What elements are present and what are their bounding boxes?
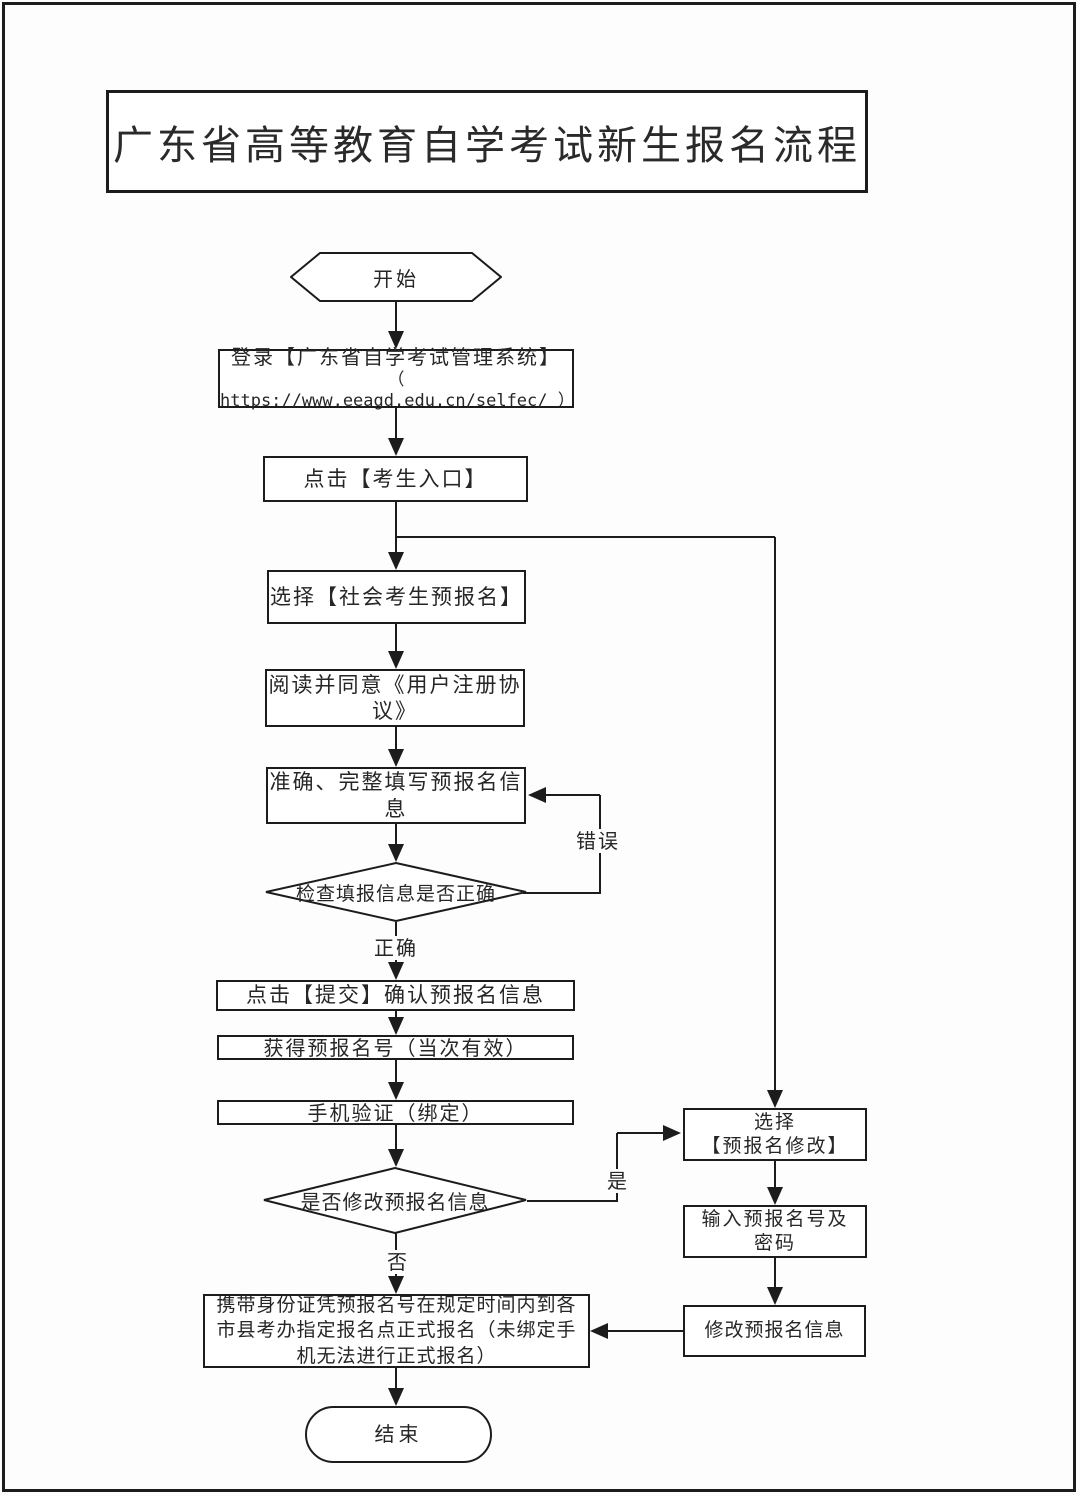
step-input-number-line2: 密码 xyxy=(753,1231,796,1254)
step-get-number-box: 获得预报名号（当次有效） xyxy=(217,1035,574,1060)
step-login-line1: 登录【广东省自学考试管理系统】 xyxy=(231,344,561,369)
step-choose-modify-line2: 【预报名修改】 xyxy=(701,1134,849,1157)
page-title: 广东省高等教育自学考试新生报名流程 xyxy=(106,90,868,193)
step-choose-prereg-box: 选择【社会考生预报名】 xyxy=(267,570,526,624)
step-input-number-box: 输入预报名号及 密码 xyxy=(683,1205,867,1258)
edge-label-correct: 正确 xyxy=(362,936,430,960)
decision-check-info: 检查填报信息是否正确 xyxy=(265,862,527,922)
step-formal-register-box: 携带身份证凭预报名号在规定时间内到各市县考办指定报名点正式报名（未绑定手机无法进… xyxy=(203,1294,590,1368)
hexagon-shape xyxy=(290,252,502,302)
start-node: 开始 xyxy=(290,252,502,302)
step-candidate-entry-box: 点击【考生入口】 xyxy=(263,456,528,502)
start-label: 开始 xyxy=(373,266,419,291)
step-input-number-line1: 输入预报名号及 xyxy=(701,1207,849,1230)
diamond-shape xyxy=(265,862,527,922)
edge-label-yes: 是 xyxy=(600,1169,634,1193)
step-login-url: （ https://www.eeagd.edu.cn/selfec/ ） xyxy=(220,369,575,411)
end-node: 结束 xyxy=(305,1406,492,1463)
step-login-box: 登录【广东省自学考试管理系统】 （ https://www.eeagd.edu.… xyxy=(218,345,575,411)
edge-label-error: 错误 xyxy=(564,829,632,853)
edge-label-no: 否 xyxy=(380,1250,414,1274)
step-submit-confirm-box: 点击【提交】确认预报名信息 xyxy=(216,980,575,1011)
decision-modify: 是否修改预报名信息 xyxy=(263,1167,527,1234)
decision-modify-label: 是否修改预报名信息 xyxy=(300,1190,490,1214)
step-fill-info-box: 准确、完整填写预报名信息 xyxy=(266,767,526,824)
step-choose-modify-line1: 选择 xyxy=(753,1110,796,1133)
step-choose-modify-box: 选择 【预报名修改】 xyxy=(683,1108,867,1161)
step-phone-verify-box: 手机验证（绑定） xyxy=(217,1100,574,1125)
step-agree-protocol-box: 阅读并同意《用户注册协议》 xyxy=(265,669,525,727)
diamond-shape xyxy=(263,1167,527,1234)
decision-check-info-label: 检查填报信息是否正确 xyxy=(295,882,496,905)
step-modify-info-box: 修改预报名信息 xyxy=(683,1305,866,1357)
